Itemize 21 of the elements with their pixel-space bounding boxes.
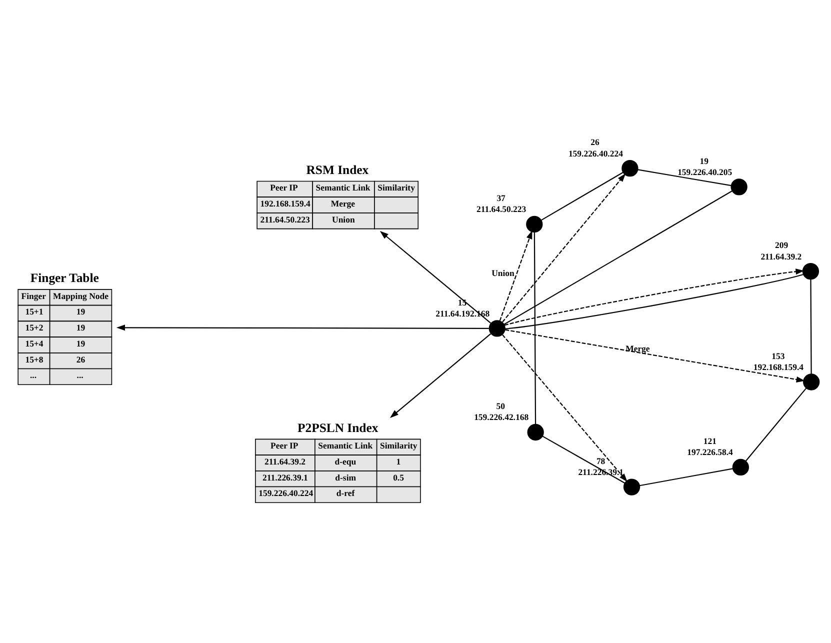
node-label: 121 xyxy=(703,436,716,446)
node-label: Finger Table xyxy=(30,270,99,285)
node-label: 37 xyxy=(496,192,506,203)
node-label: 19 xyxy=(700,155,709,166)
node-label: 192.168.159.4 xyxy=(753,361,804,372)
node-label: 153 xyxy=(772,350,785,360)
node-label: 159.226.40.205 xyxy=(678,166,732,176)
node-label: 159.226.40.224 xyxy=(568,148,623,158)
node-label: 26 xyxy=(590,136,600,147)
node-label: P2PSLN Index xyxy=(297,420,378,434)
edge-label: Union xyxy=(492,268,514,278)
node-label: 50 xyxy=(496,400,506,411)
node-label: 159.226.42.168 xyxy=(474,412,529,422)
node-label: RSM Index xyxy=(306,162,369,176)
node-label: 78 xyxy=(596,455,606,466)
node-label: 197.226.58.4 xyxy=(687,446,733,457)
node-label: 211.64.39.2 xyxy=(760,250,802,261)
node-label: 211.64.50.223 xyxy=(476,204,526,214)
node-label: 209 xyxy=(774,240,788,250)
node-label: 15 xyxy=(458,296,467,307)
edge-label: Merge xyxy=(626,342,650,353)
